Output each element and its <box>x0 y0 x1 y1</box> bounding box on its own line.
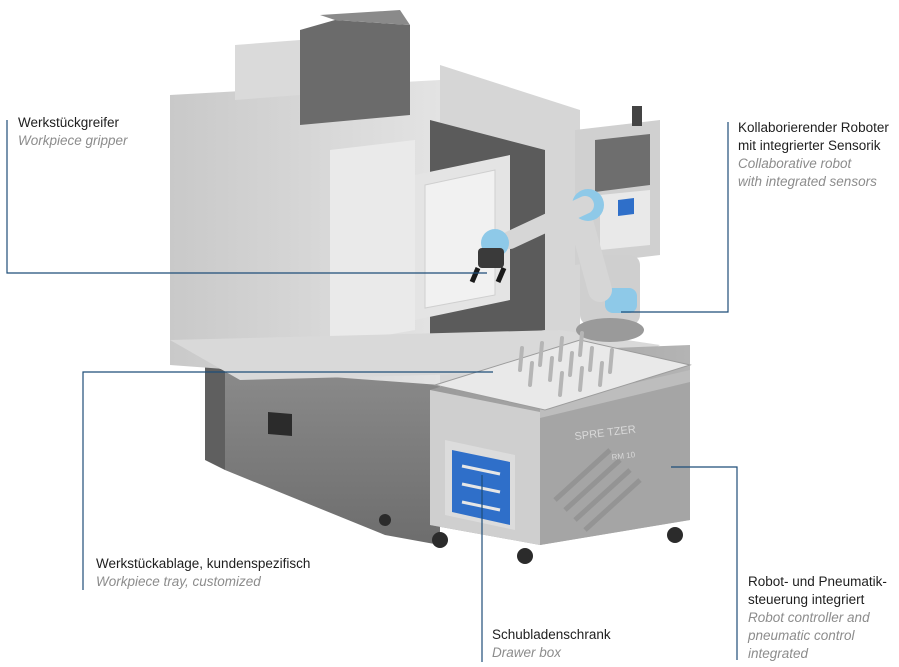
label-robot-de-line-2: mit integrierter Sensorik <box>738 138 881 153</box>
robot-arm <box>469 189 644 342</box>
label-drawer-en: Drawer box <box>492 645 562 660</box>
label-controller-de-line-1: Robot- und Pneumatik- <box>748 574 887 589</box>
label-robot-en-line-2: with integrated sensors <box>738 174 877 189</box>
label-controller: Robot- und Pneumatik- steuerung integrie… <box>748 573 887 663</box>
workpiece-tray <box>433 331 692 411</box>
label-workpiece-gripper: Werkstückgreifer Workpiece gripper <box>18 114 128 150</box>
leader-line-controller <box>671 466 738 660</box>
label-tray-de: Werkstückablage, kundenspezifisch <box>96 556 311 571</box>
leader-line-gripper <box>6 120 487 274</box>
label-controller-en-line-3: integrated <box>748 646 809 661</box>
label-gripper-en: Workpiece gripper <box>18 133 128 148</box>
label-robot-en-line-1: Collaborative robot <box>738 156 852 171</box>
label-tray-en: Workpiece tray, customized <box>96 574 261 589</box>
cart-model: RM 10 <box>611 450 636 462</box>
control-panel <box>575 106 660 265</box>
leader-lines <box>6 120 738 662</box>
label-drawer-de: Schubladenschrank <box>492 627 611 642</box>
label-gripper-de: Werkstückgreifer <box>18 115 120 130</box>
label-controller-en-line-1: Robot controller and <box>748 610 870 625</box>
label-robot-de-line-1: Kollaborierender Roboter <box>738 120 889 135</box>
drawer-box <box>445 440 515 530</box>
label-drawer-box: Schubladenschrank Drawer box <box>492 626 611 662</box>
label-controller-en-line-2: pneumatic control <box>748 628 855 643</box>
leader-line-tray <box>82 371 493 590</box>
label-workpiece-tray: Werkstückablage, kundenspezifisch Workpi… <box>96 555 310 591</box>
label-controller-de-line-2: steuerung integriert <box>748 592 865 607</box>
leader-line-robot <box>621 122 729 313</box>
machine-base <box>205 365 440 545</box>
label-collaborative-robot: Kollaborierender Roboter mit integrierte… <box>738 119 889 191</box>
